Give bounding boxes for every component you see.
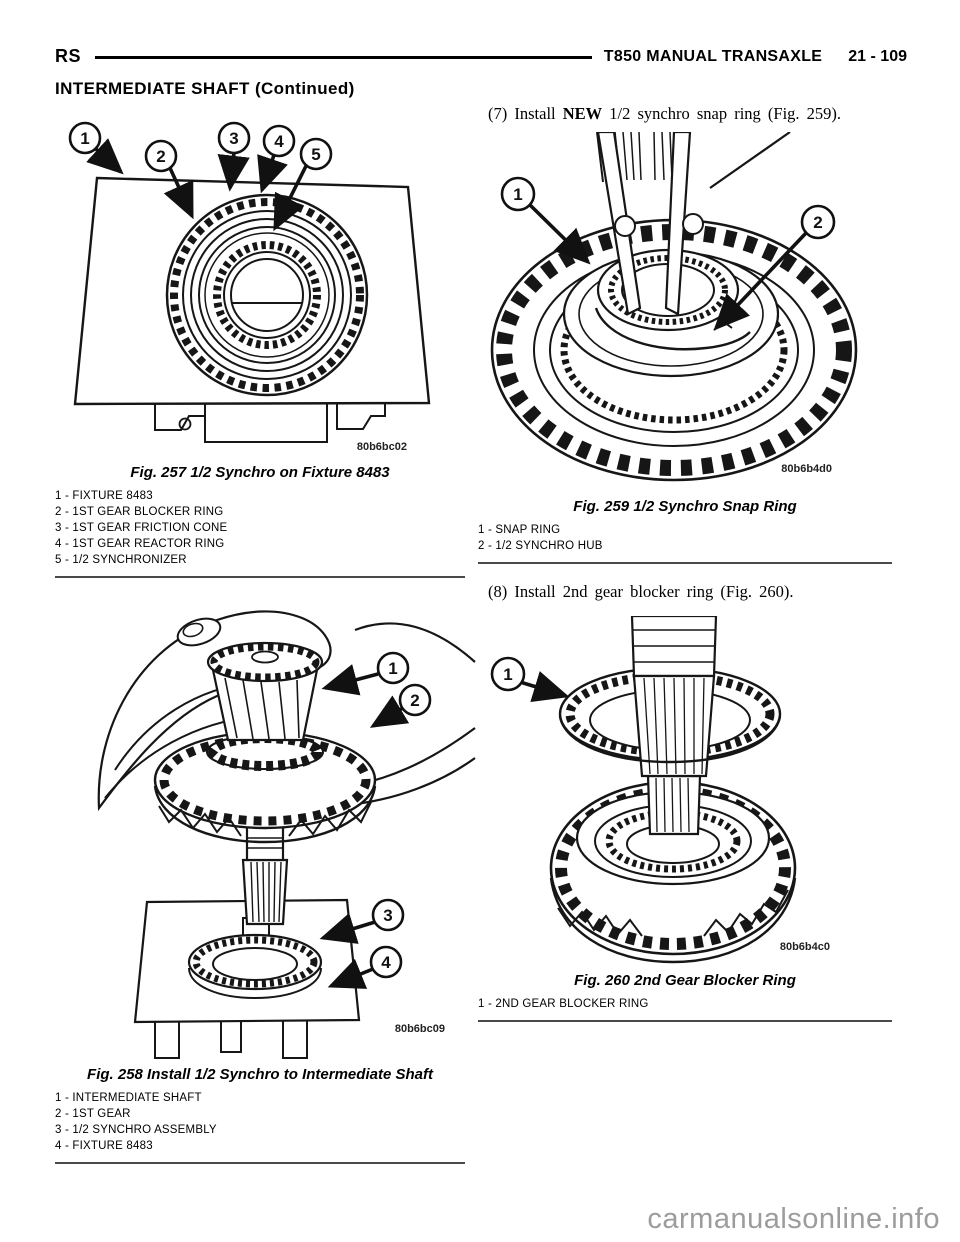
svg-text:4: 4 bbox=[274, 132, 284, 151]
synchro-assembly bbox=[165, 193, 369, 397]
legend-divider bbox=[55, 1162, 465, 1164]
callout-4 bbox=[262, 124, 296, 158]
legend-item: 2 - 1/2 SYNCHRO HUB bbox=[478, 540, 603, 552]
callout-1 bbox=[490, 656, 526, 692]
fig259-legend: 1 - SNAP RING 2 - 1/2 SYNCHRO HUB bbox=[478, 522, 892, 554]
page-header: RS T850 MANUAL TRANSAXLE 21 - 109 bbox=[55, 46, 907, 67]
svg-text:5: 5 bbox=[311, 145, 320, 164]
callout-3 bbox=[371, 898, 405, 932]
callout-4 bbox=[369, 945, 403, 979]
legend-item: 5 - 1/2 SYNCHRONIZER bbox=[55, 554, 187, 566]
svg-text:2: 2 bbox=[156, 147, 165, 166]
step-7-text: (7) Install bbox=[488, 104, 563, 123]
shaft-and-gears bbox=[153, 641, 377, 926]
fig258-caption: Fig. 258 Install 1/2 Synchro to Intermed… bbox=[87, 1066, 433, 1083]
fig259-callouts: 1 2 bbox=[500, 176, 836, 331]
legend-item: 3 - 1ST GEAR FRICTION CONE bbox=[55, 522, 228, 534]
callout-1 bbox=[500, 176, 536, 212]
legend-divider bbox=[478, 562, 892, 564]
callout-2 bbox=[800, 204, 836, 240]
callout-2 bbox=[398, 683, 432, 717]
fig259-code: 80b6b4d0 bbox=[781, 463, 832, 475]
step-7-text: 1/2 synchro snap ring (Fig. 259). bbox=[602, 104, 842, 123]
legend-item: 2 - 1ST GEAR bbox=[55, 1108, 131, 1120]
svg-text:1: 1 bbox=[503, 665, 512, 684]
fig258-legend: 1 - INTERMEDIATE SHAFT 2 - 1ST GEAR 3 - … bbox=[55, 1090, 465, 1154]
fig258-code: 80b6bc09 bbox=[395, 1023, 445, 1035]
synchro-ring bbox=[187, 917, 323, 1000]
fig258-drawing: 1 2 3 4 80b6bc09 bbox=[97, 610, 476, 1059]
fig257-caption: Fig. 257 1/2 Synchro on Fixture 8483 bbox=[130, 464, 390, 481]
legend-item: 1 - INTERMEDIATE SHAFT bbox=[55, 1092, 202, 1104]
svg-text:1: 1 bbox=[80, 129, 89, 148]
legend-divider bbox=[478, 1020, 892, 1022]
fig260-caption: Fig. 260 2nd Gear Blocker Ring bbox=[574, 972, 796, 989]
fig257-callouts: 1 2 3 4 5 bbox=[68, 121, 333, 232]
manual-title: T850 MANUAL TRANSAXLE bbox=[603, 47, 823, 65]
step-7: (7) Install NEW 1/2 synchro snap ring (F… bbox=[478, 104, 892, 124]
fig257-drawing: 1 2 3 4 5 80b6bc02 bbox=[68, 121, 431, 453]
svg-text:3: 3 bbox=[383, 906, 392, 925]
section-title: INTERMEDIATE SHAFT (Continued) bbox=[55, 79, 355, 98]
fig260-callouts: 1 bbox=[490, 656, 570, 703]
legend-item: 3 - 1/2 SYNCHRO ASSEMBLY bbox=[55, 1124, 217, 1136]
legend-item: 2 - 1ST GEAR BLOCKER RING bbox=[55, 506, 224, 518]
legend-item: 1 - SNAP RING bbox=[478, 524, 561, 536]
svg-text:1: 1 bbox=[388, 659, 397, 678]
fig259-caption: Fig. 259 1/2 Synchro Snap Ring bbox=[573, 498, 797, 515]
fig257-code: 80b6bc02 bbox=[357, 441, 407, 453]
svg-text:2: 2 bbox=[410, 691, 419, 710]
left-column: 1 2 3 4 5 80b6bc02 Fig. 257 1/2 Synchro … bbox=[55, 112, 476, 1164]
callout-1 bbox=[376, 651, 410, 685]
page-number: 21 - 109 bbox=[848, 47, 907, 65]
step-7-bold: NEW bbox=[562, 104, 603, 123]
svg-text:1: 1 bbox=[513, 185, 522, 204]
header-divider-line bbox=[95, 55, 592, 59]
legend-item: 1 - FIXTURE 8483 bbox=[55, 490, 153, 502]
fig257-legend: 1 - FIXTURE 8483 2 - 1ST GEAR BLOCKER RI… bbox=[55, 488, 465, 568]
fig260-legend: 1 - 2ND GEAR BLOCKER RING bbox=[478, 996, 892, 1012]
svg-text:2: 2 bbox=[813, 213, 822, 232]
callout-5 bbox=[299, 137, 333, 171]
legend-item: 4 - 1ST GEAR REACTOR RING bbox=[55, 538, 225, 550]
fig258-callouts: 1 2 3 4 bbox=[319, 651, 432, 989]
snap-ring-pliers bbox=[596, 132, 791, 316]
callout-2 bbox=[144, 139, 178, 173]
fig260-drawing: 1 80b6b4c0 bbox=[490, 616, 830, 964]
legend-divider bbox=[55, 576, 465, 578]
legend-item: 1 - 2ND GEAR BLOCKER RING bbox=[478, 998, 649, 1010]
watermark: carmanualsonline.info bbox=[647, 1203, 940, 1235]
fig259-drawing: 1 2 80b6b4d0 bbox=[490, 132, 858, 482]
callout-1 bbox=[68, 121, 102, 155]
step-8: (8) Install 2nd gear blocker ring (Fig. … bbox=[488, 582, 794, 601]
svg-text:4: 4 bbox=[381, 953, 391, 972]
svg-text:3: 3 bbox=[229, 129, 238, 148]
model-code: RS bbox=[55, 46, 82, 66]
intermediate-shaft bbox=[558, 616, 782, 836]
legend-item: 4 - FIXTURE 8483 bbox=[55, 1140, 153, 1152]
callout-3 bbox=[217, 121, 251, 155]
fig260-code: 80b6b4c0 bbox=[780, 941, 830, 953]
right-column: (7) Install NEW 1/2 synchro snap ring (F… bbox=[478, 104, 892, 1022]
